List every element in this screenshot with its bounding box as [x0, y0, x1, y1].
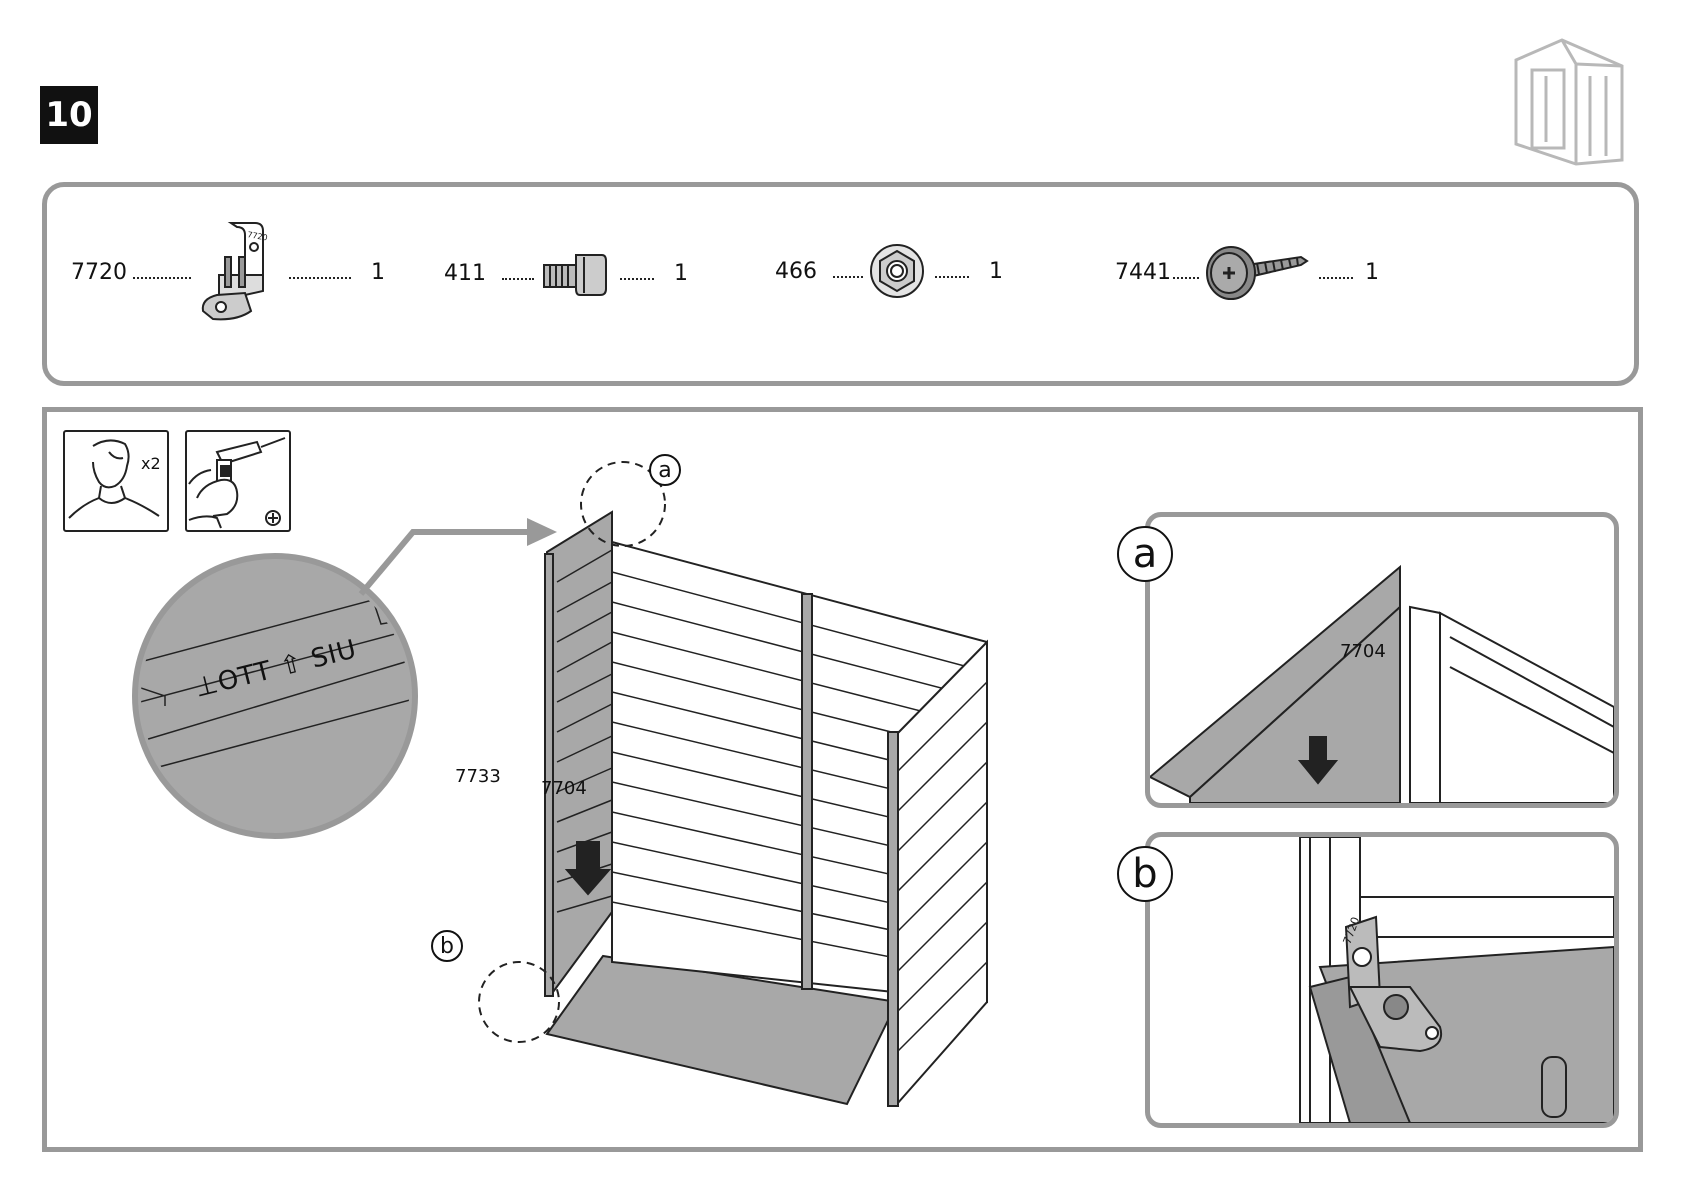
leader-dots	[935, 276, 969, 278]
square-bolt-icon	[540, 249, 610, 297]
part-item-7720: 7720 7720 1	[71, 217, 385, 327]
detail-a-panel: 7704	[1145, 512, 1619, 808]
screw-icon	[1205, 243, 1309, 301]
part-label-7704: 7704	[541, 778, 587, 799]
part-label-7733: 7733	[455, 766, 501, 787]
callout-a: a	[649, 454, 681, 486]
assembly-illustration-panel: x2	[42, 407, 1643, 1152]
shed-thumbnail-icon	[1510, 36, 1630, 170]
part-item-466: 466 1	[775, 243, 1003, 299]
parts-list-panel: 7720 7720 1 411	[42, 182, 1639, 386]
leader-dots	[1173, 277, 1199, 279]
shed-assembly-drawing	[427, 442, 1107, 1132]
detail-b-letter: b	[1117, 846, 1173, 902]
detail-b-panel: 7720	[1145, 832, 1619, 1128]
part-code: 411	[444, 261, 486, 286]
corner-bracket-icon: 7720	[197, 217, 283, 327]
two-persons-icon: x2	[63, 430, 169, 532]
part-qty: 1	[371, 260, 385, 285]
part-item-411: 411 1	[444, 249, 688, 297]
leader-dots	[289, 277, 351, 279]
part-code: 7720	[71, 260, 127, 285]
part-qty: 1	[1365, 260, 1379, 285]
part-code: 7441	[1115, 260, 1171, 285]
part-code: 466	[775, 259, 817, 284]
persons-count: x2	[141, 454, 161, 473]
callout-b: b	[431, 930, 463, 962]
detail-a-letter: a	[1117, 526, 1173, 582]
detail-a-part-label: 7704	[1340, 641, 1386, 662]
hex-nut-icon	[869, 243, 925, 299]
part-qty: 1	[674, 261, 688, 286]
leader-dots	[1319, 277, 1353, 279]
part-qty: 1	[989, 259, 1003, 284]
leader-dots	[620, 278, 654, 280]
part-item-7441: 7441 1	[1115, 243, 1379, 301]
leader-dots	[833, 276, 863, 278]
leader-dots	[133, 277, 191, 279]
drill-icon	[185, 430, 291, 532]
step-number-badge: 10	[40, 86, 98, 144]
leader-dots	[502, 278, 534, 280]
